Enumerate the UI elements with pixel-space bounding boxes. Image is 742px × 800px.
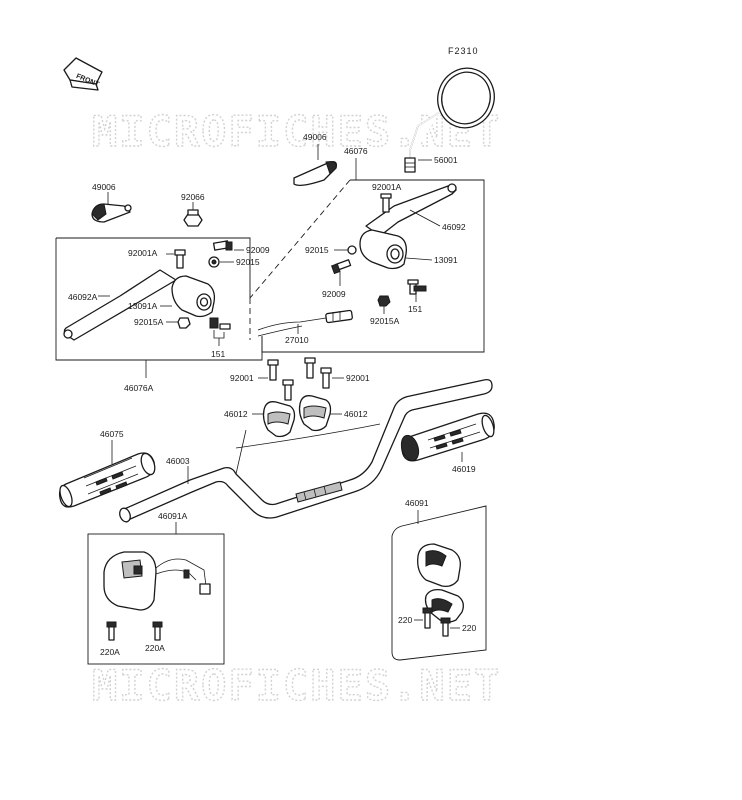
handlebar-46003 — [119, 378, 493, 523]
bolt-151-right — [407, 279, 427, 295]
label-46092A: 46092A — [68, 292, 98, 302]
front-arrow-icon: FRONT — [63, 57, 103, 91]
screw-92009-left — [212, 240, 233, 251]
switch-27010 — [257, 309, 353, 337]
lever-cover-left — [91, 203, 132, 223]
mirror — [404, 67, 495, 173]
label-46076: 46076 — [344, 146, 368, 156]
brake-lever-46092A — [63, 269, 177, 341]
throttle-grip-46019 — [400, 412, 495, 462]
box-46091 — [391, 505, 487, 661]
screws-220 — [422, 607, 451, 637]
holder-46012-right — [298, 395, 332, 432]
bolt-92001A-right — [380, 193, 392, 213]
label-46012-left: 46012 — [224, 409, 248, 419]
label-49006-right: 49006 — [303, 132, 327, 142]
label-49006-left: 49006 — [92, 182, 116, 192]
lever-holder-13091 — [359, 229, 407, 270]
box-46091A — [87, 533, 225, 665]
label-46091: 46091 — [405, 498, 429, 508]
label-46003: 46003 — [166, 456, 190, 466]
label-92066: 92066 — [181, 192, 205, 202]
holder-46012-left — [262, 401, 296, 438]
watermark-top: MICROFICHES.NET — [92, 107, 501, 156]
label-13091: 13091 — [434, 255, 458, 265]
watermark-bottom: MICROFICHES.NET — [92, 661, 501, 710]
screw-92009-right — [330, 259, 352, 275]
switch-housing-46091A — [103, 551, 211, 611]
label-92015A-left: 92015A — [134, 317, 164, 327]
label-46012-right: 46012 — [344, 409, 368, 419]
label-46092: 46092 — [442, 222, 466, 232]
lever-cover-right — [293, 160, 338, 186]
label-92015-right: 92015 — [305, 245, 329, 255]
label-92009-right: 92009 — [322, 289, 346, 299]
label-46019: 46019 — [452, 464, 476, 474]
label-92015-left: 92015 — [236, 257, 260, 267]
washer-92015-right — [347, 245, 357, 255]
lever-holder-13091A — [171, 275, 216, 318]
grip-46075 — [58, 452, 156, 508]
label-92015A-right: 92015A — [370, 316, 400, 326]
label-92001-right: 92001 — [346, 373, 370, 383]
label-46076A: 46076A — [124, 383, 154, 393]
nut-92015A-right — [377, 295, 391, 307]
bolt-151-left — [209, 317, 231, 330]
label-92001A-right: 92001A — [372, 182, 402, 192]
bolt-92001A-left — [174, 249, 186, 269]
label-220A-left: 220A — [100, 647, 120, 657]
bolts-92001 — [267, 357, 332, 401]
label-56001: 56001 — [434, 155, 458, 165]
screws-220A — [106, 621, 163, 641]
label-151-right: 151 — [408, 304, 422, 314]
label-46075: 46075 — [100, 429, 124, 439]
nut-92066 — [183, 209, 203, 227]
label-92001-left: 92001 — [230, 373, 254, 383]
figure-code: F2310 — [448, 46, 479, 56]
switch-housing-46091 — [417, 543, 464, 623]
label-92009-left: 92009 — [246, 245, 270, 255]
label-220-left: 220 — [398, 615, 412, 625]
label-46091A: 46091A — [158, 511, 188, 521]
label-220A-right: 220A — [145, 643, 165, 653]
nut-92015A-left — [177, 317, 191, 329]
label-92001A-left: 92001A — [128, 248, 158, 258]
washer-92015-left — [208, 256, 220, 268]
label-13091A: 13091A — [128, 301, 158, 311]
label-27010: 27010 — [285, 335, 309, 345]
label-220-right: 220 — [462, 623, 476, 633]
label-151-left: 151 — [211, 349, 225, 359]
